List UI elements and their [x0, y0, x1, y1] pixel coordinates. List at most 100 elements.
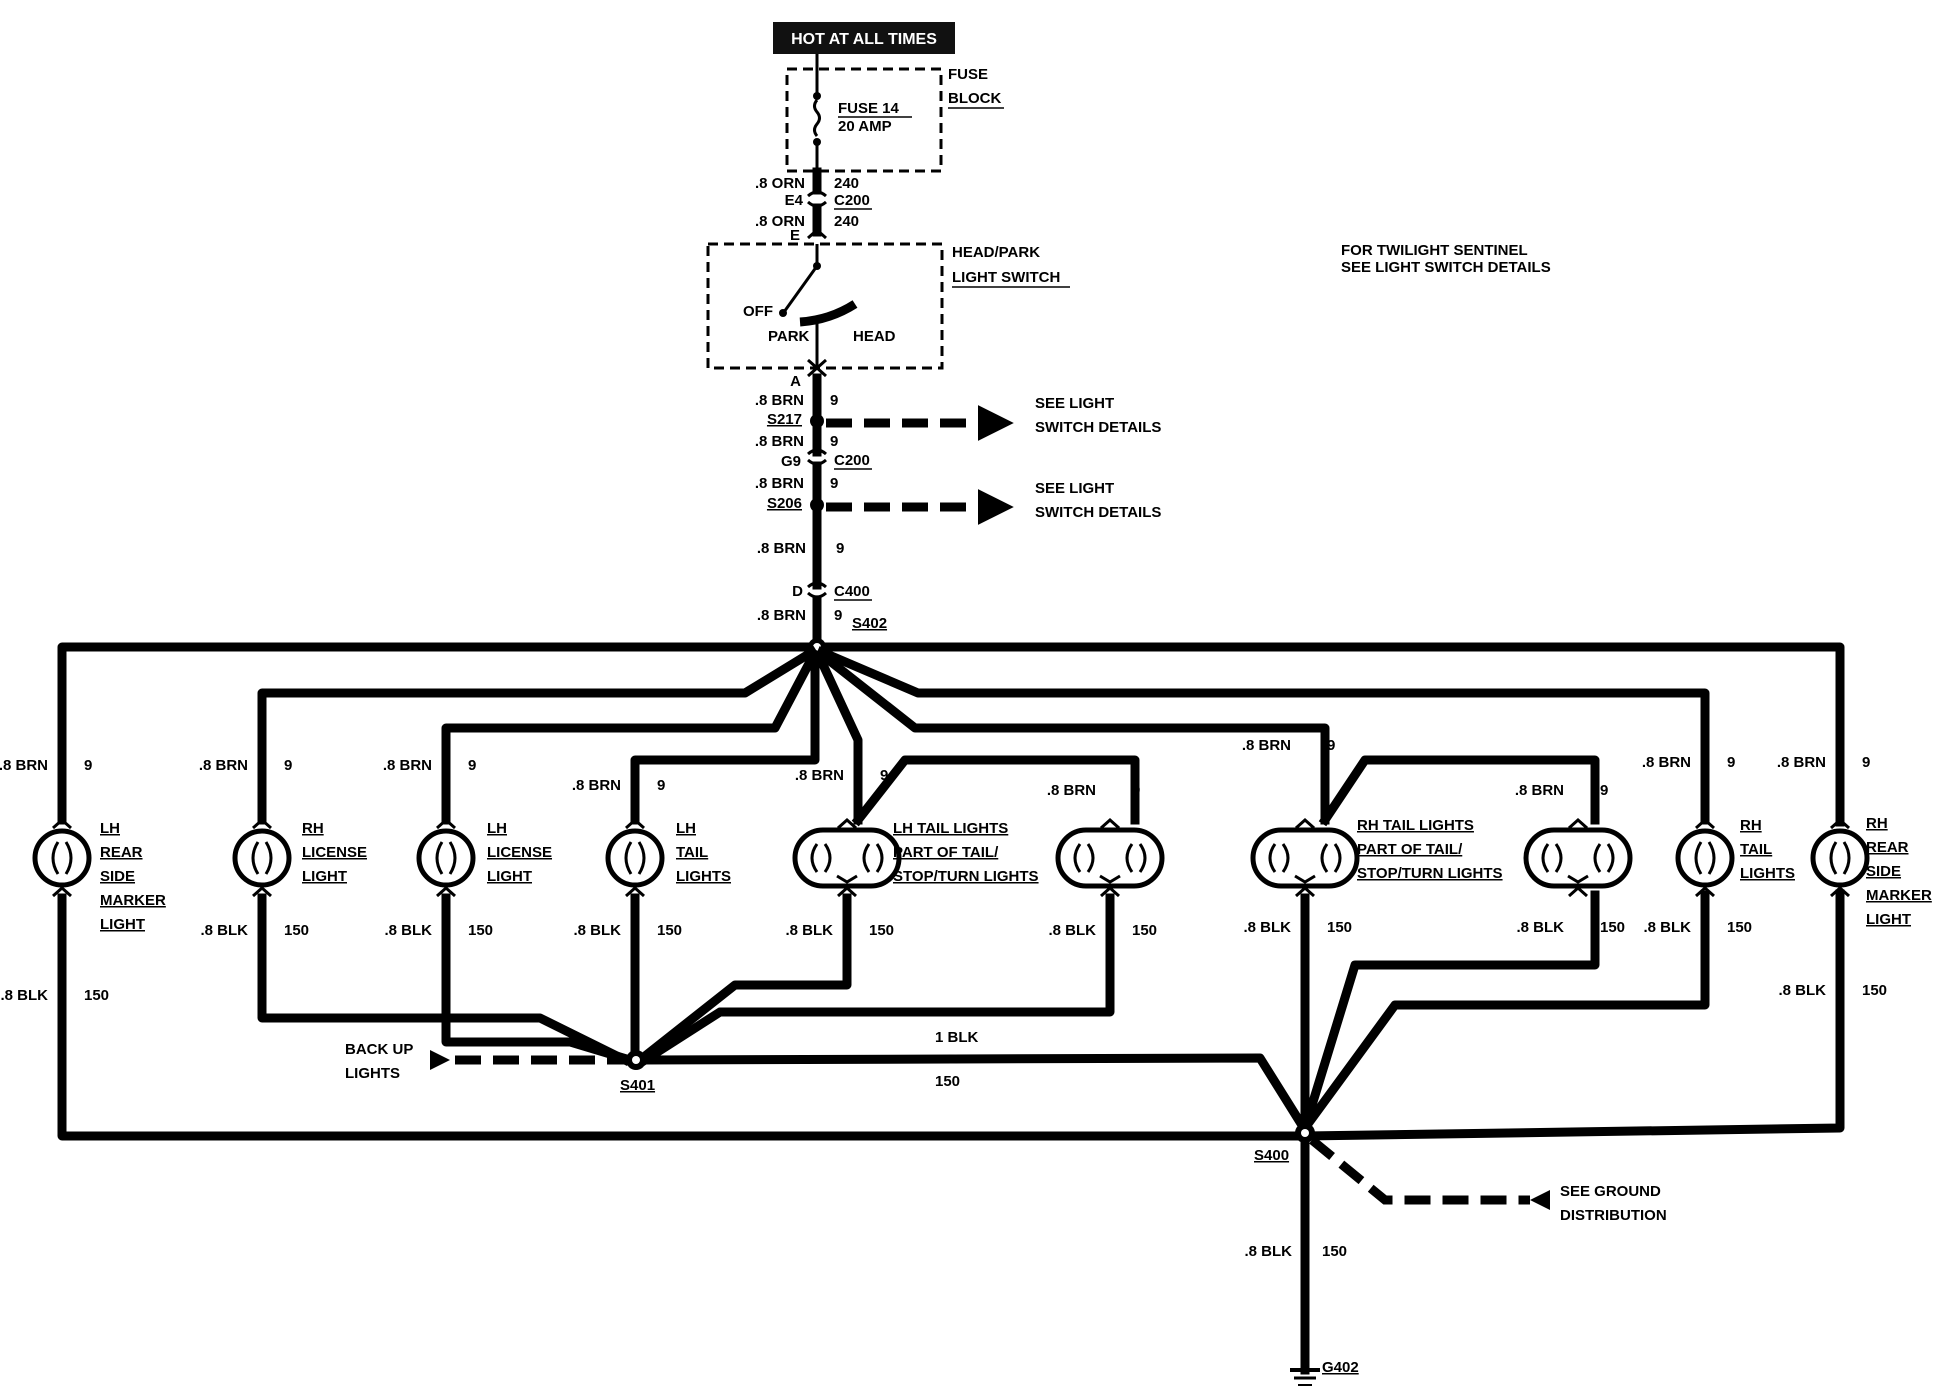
fuse-block: FUSE BLOCK FUSE 14 20 AMP [785, 66, 1004, 173]
lamp-name-line: SIDE [1866, 863, 1901, 880]
bulb-icon [1810, 828, 1870, 888]
wire-1blk-gauge: 1 BLK [935, 1029, 979, 1046]
connector-c200-mid: C200 [834, 452, 870, 469]
see-light-2a: SEE LIGHT [1035, 480, 1114, 497]
connector-top [837, 817, 857, 830]
blk-wire-gauge: .8 BLK [1516, 919, 1564, 936]
brn-wire-gauge: .8 BRN [1515, 782, 1564, 799]
trunk-circuit-3: 9 [830, 475, 838, 492]
blk-wire-circuit: 150 [657, 922, 682, 939]
connector-c400: C400 [834, 583, 870, 600]
brn-wire-gauge: .8 BRN [199, 757, 248, 774]
fuse-block-title-1: FUSE [948, 66, 988, 83]
lamp-name-line: LIGHT [302, 868, 347, 885]
trunk-circuit-2: 9 [830, 433, 838, 450]
ground-wire-gauge: .8 BLK [1244, 1243, 1292, 1260]
splice-s217: S217 [767, 411, 802, 428]
switch-title-2: LIGHT SWITCH [952, 269, 1060, 286]
bulb-icon [605, 828, 665, 888]
lamp-name-line: PART OF TAIL/ [1357, 841, 1463, 858]
see-ground-1: SEE GROUND [1560, 1183, 1661, 1200]
dual-filament [810, 843, 884, 884]
connector-bottom [1568, 885, 1588, 898]
brn-wire-gauge: .8 BRN [1242, 737, 1291, 754]
see-light-1a: SEE LIGHT [1035, 395, 1114, 412]
blk-wire-gauge: .8 BLK [384, 922, 432, 939]
connector-top [1568, 817, 1588, 830]
connector-top [52, 817, 72, 830]
lamp-name-line: PART OF TAIL/ [893, 844, 999, 861]
connector-top [1100, 817, 1120, 830]
pin-e: E [790, 227, 800, 244]
wire-gauge-2: .8 ORN [755, 213, 805, 230]
brn-wire-circuit: 9 [284, 757, 292, 774]
connector-top [1295, 817, 1315, 830]
filament [624, 841, 646, 875]
splice-s206: S206 [767, 495, 802, 512]
bulb-icon [1675, 828, 1735, 888]
lamp-name-line: STOP/TURN LIGHTS [893, 868, 1039, 885]
trunk-circuit-4: 9 [836, 540, 844, 557]
connector-bottom [252, 885, 272, 898]
lamp-name-line: MARKER [100, 892, 166, 909]
lamp-name-line: REAR [1866, 839, 1909, 856]
blk-wire-gauge: .8 BLK [1048, 922, 1096, 939]
see-light-2b: SWITCH DETAILS [1035, 504, 1161, 521]
splice-s401: S401 [620, 1077, 655, 1094]
connector-bottom [1830, 885, 1850, 898]
head-park-light-switch: HEAD/PARK LIGHT SWITCH OFF PARK HEAD [706, 242, 1070, 371]
lamp-name-line: TAIL [1740, 841, 1772, 858]
hot-label: HOT AT ALL TIMES [791, 31, 937, 48]
lamp-name-line: LIGHTS [676, 868, 731, 885]
lamp-name-line: RH TAIL LIGHTS [1357, 817, 1474, 834]
brn-wire-gauge: .8 BRN [795, 767, 844, 784]
blk-wire-circuit: 150 [1132, 922, 1157, 939]
connector-top [1695, 817, 1715, 830]
bulb-icon [232, 828, 292, 888]
ground-wire-circuit: 150 [1322, 1243, 1347, 1260]
bulb-icon [416, 828, 476, 888]
fuse-name: FUSE 14 [838, 100, 900, 117]
blk-wire-circuit: 150 [869, 922, 894, 939]
brn-wire-gauge: .8 BRN [1777, 754, 1826, 771]
wire-1blk-circuit: 150 [935, 1073, 960, 1090]
lamp-name-line: RH [302, 820, 324, 837]
see-light-1b: SWITCH DETAILS [1035, 419, 1161, 436]
dual-bulb-icon [1250, 827, 1360, 889]
lamp-name-line: RH [1866, 815, 1888, 832]
twilight-note-line2: SEE LIGHT SWITCH DETAILS [1341, 259, 1551, 276]
lamp-name-line: TAIL [676, 844, 708, 861]
twilight-note-line1: FOR TWILIGHT SENTINEL [1341, 242, 1528, 259]
dual-bulb-icon [792, 827, 902, 889]
connector-top [252, 817, 272, 830]
blk-wire-circuit: 150 [468, 922, 493, 939]
dual-filament [1073, 843, 1147, 884]
blk-wire-gauge: .8 BLK [0, 987, 48, 1004]
backup-lights-1: BACK UP [345, 1041, 413, 1058]
lamp-name-line: LICENSE [487, 844, 552, 861]
blk-wire-gauge: .8 BLK [785, 922, 833, 939]
dual-bulb-icon [1523, 827, 1633, 889]
brn-distribution [57, 642, 1845, 827]
brn-wire-circuit: 9 [657, 777, 665, 794]
lamp-name-line: REAR [100, 844, 143, 861]
blk-wire-circuit: 150 [1327, 919, 1352, 936]
lamp-name-line: LH TAIL LIGHTS [893, 820, 1008, 837]
trunk-circuit-5: 9 [834, 607, 842, 624]
brn-wire-circuit: 9 [1327, 737, 1335, 754]
trunk-gauge-4: .8 BRN [757, 540, 806, 557]
brn-wire-circuit: 9 [84, 757, 92, 774]
switch-title-1: HEAD/PARK [952, 244, 1040, 261]
brn-wire-circuit: 9 [1862, 754, 1870, 771]
connector-top [436, 817, 456, 830]
dual-filament [1268, 843, 1342, 884]
filament [435, 841, 457, 875]
wire-circuit-2: 240 [834, 213, 859, 230]
blk-wire-circuit: 150 [1727, 919, 1752, 936]
splice-s402: S402 [852, 615, 887, 632]
dual-bulb-icon [1055, 827, 1165, 889]
trunk-gauge-3: .8 BRN [755, 475, 804, 492]
dual-filament [1541, 843, 1615, 884]
